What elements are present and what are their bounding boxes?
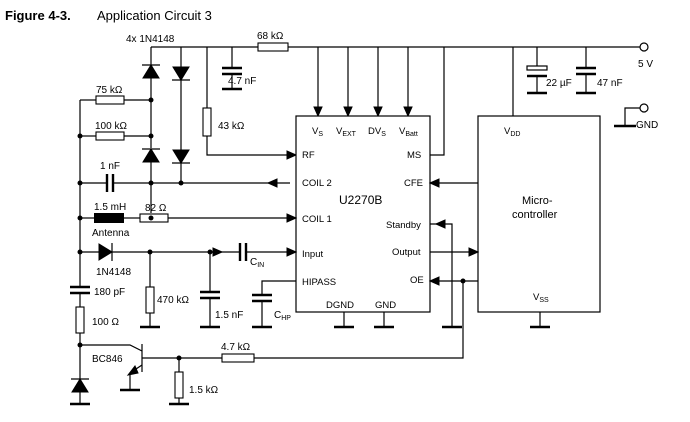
gnd-terminal-group: GND — [614, 103, 658, 131]
resistor-82 — [139, 213, 169, 223]
mcu-pin-vss: VSS — [533, 292, 549, 304]
bridge-rectifier — [142, 47, 190, 213]
capacitor-cin-label: CIN — [250, 257, 264, 269]
resistor-470k — [145, 286, 155, 314]
capacitor-22u — [526, 47, 548, 95]
capacitor-47n-label: 47 nF — [597, 78, 623, 89]
capacitor-4n7 — [222, 47, 242, 91]
resistor-470k-label: 470 kΩ — [157, 295, 189, 306]
resistor-68k-label: 68 kΩ — [257, 31, 284, 42]
capacitor-chp — [252, 280, 296, 329]
figure-title: Application Circuit 3 — [97, 8, 212, 23]
ms-wire — [430, 47, 445, 156]
pin-hipass: HIPASS — [302, 277, 336, 288]
resistor-100 — [75, 306, 85, 334]
ic-name: U2270B — [339, 193, 382, 207]
pin-output: Output — [392, 247, 421, 258]
ic-grounds — [334, 312, 394, 329]
pin-vbatt: VBatt — [399, 126, 418, 138]
resistor-100k — [95, 131, 125, 141]
bridge-diodes-label: 4x 1N4148 — [126, 34, 175, 45]
capacitor-22u-label: 22 µF — [546, 78, 572, 89]
gnd-terminal — [639, 103, 649, 113]
supply-rail-5v: 5 V — [151, 42, 653, 70]
antenna-label: Antenna — [92, 228, 130, 239]
pin-vs: VS — [312, 126, 323, 138]
pin-vext: VEXT — [336, 126, 357, 138]
mcu-name-line2: controller — [512, 209, 558, 221]
resistor-1k5-label: 1.5 kΩ — [189, 385, 219, 396]
mcu-name-line1: Micro- — [522, 195, 553, 207]
capacitor-1n5 — [200, 252, 220, 329]
pin-gnd: GND — [375, 300, 396, 311]
series-180p-100r — [70, 252, 90, 378]
mcu-pin-vdd: VDD — [504, 126, 520, 138]
capacitor-47n — [576, 47, 596, 95]
resistor-75k-label: 75 kΩ — [96, 85, 123, 96]
resistor-1k5 — [174, 371, 184, 399]
resistor-1k5-branch — [169, 358, 189, 406]
resistor-4k7-label: 4.7 kΩ — [221, 342, 251, 353]
vplus-terminal — [639, 42, 649, 52]
capacitor-1n5-label: 1.5 nF — [215, 310, 243, 321]
figure-number: Figure 4-3. — [5, 8, 71, 23]
ic-mcu-signals — [254, 178, 480, 359]
pin-input: Input — [302, 249, 323, 260]
pin-coil2: COIL 2 — [302, 178, 332, 189]
pin-coil1: COIL 1 — [302, 214, 332, 225]
pin-ms: MS — [407, 150, 421, 161]
pin-oe: OE — [410, 275, 424, 286]
resistor-43k-label: 43 kΩ — [218, 121, 245, 132]
resistor-68k — [257, 42, 289, 52]
capacitor-chp-label: CHP — [274, 310, 291, 322]
ic-u2270b — [295, 115, 431, 313]
ic-supply-arrows — [313, 47, 413, 118]
vplus-label: 5 V — [638, 59, 653, 70]
resistor-4k7 — [221, 353, 255, 363]
capacitor-180p-label: 180 pF — [94, 287, 125, 298]
diode-bottom — [70, 378, 90, 406]
diode-input-label: 1N4148 — [96, 267, 131, 278]
capacitor-1n-label: 1 nF — [100, 161, 120, 172]
pin-cfe: CFE — [404, 178, 423, 189]
pin-dgnd: DGND — [326, 300, 354, 311]
resistor-82-label: 82 Ω — [145, 203, 167, 214]
resistor-100-label: 100 Ω — [92, 317, 119, 328]
pin-rf: RF — [302, 150, 315, 161]
pin-standby: Standby — [386, 220, 421, 231]
resistor-100k-label: 100 kΩ — [95, 121, 127, 132]
gnd-label: GND — [636, 120, 658, 131]
resistor-43k-network — [202, 47, 298, 160]
left-node-bus — [77, 100, 83, 255]
resistor-43k — [202, 107, 212, 137]
resistor-470k-branch — [140, 252, 160, 329]
pin-dvs: DVS — [368, 126, 386, 138]
microcontroller — [477, 115, 601, 313]
capacitor-4n7-label: 4.7 nF — [228, 76, 256, 87]
inductor-1m5 — [94, 213, 124, 223]
resistor-75k — [95, 95, 125, 105]
transistor-label: BC846 — [92, 354, 123, 365]
diode-input — [98, 243, 113, 261]
transistor-bc846 — [80, 344, 179, 392]
inductor-1m5-label: 1.5 mH — [94, 202, 126, 213]
